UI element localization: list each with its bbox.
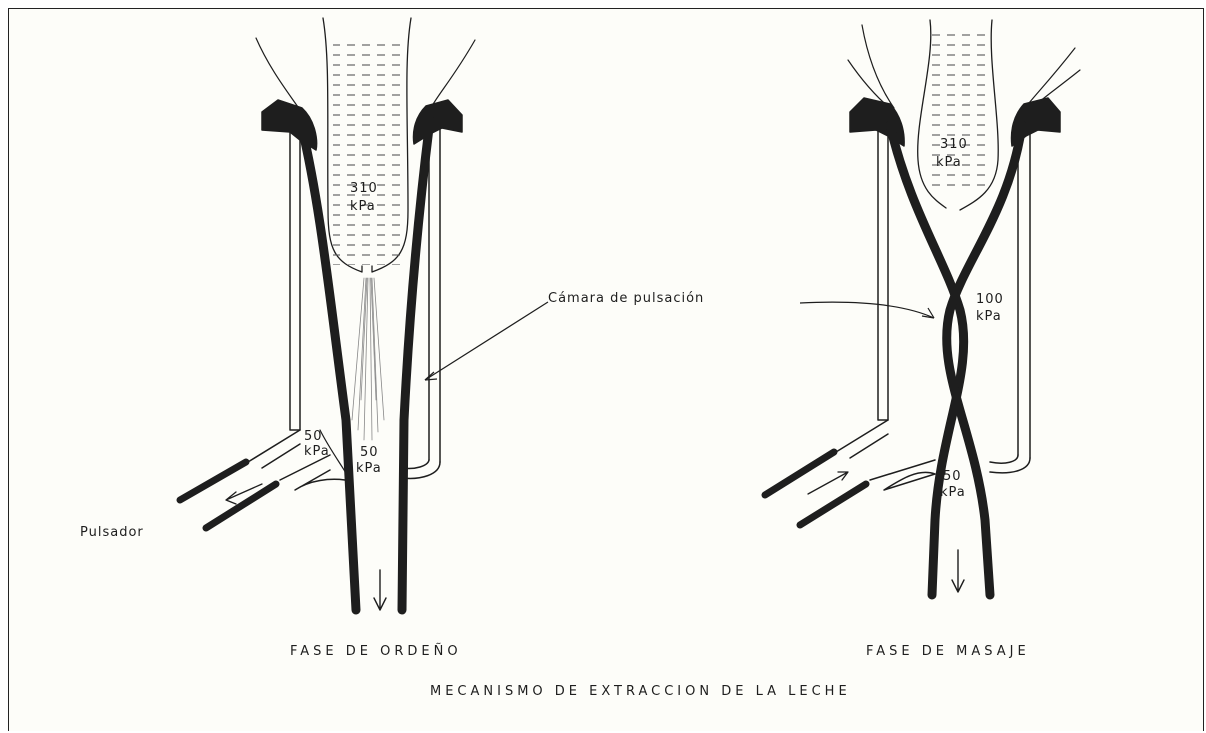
right-liner-pressure-value: 50 — [943, 469, 962, 484]
left-liner-pressure-value: 50 — [360, 445, 379, 460]
right-teatcup — [765, 20, 1080, 595]
right-teat-pressure-value: 310 — [940, 137, 968, 152]
left-caption: FASE DE ORDEÑO — [290, 643, 462, 659]
left-liner-pressure-unit: kPa — [356, 461, 382, 476]
right-caption: FASE DE MASAJE — [866, 644, 1030, 659]
left-chamber-pressure-unit: kPa — [304, 444, 330, 459]
right-chamber-pressure-value: 100 — [976, 292, 1004, 307]
left-chamber-pressure-value: 50 — [304, 429, 323, 444]
right-teat-pressure-unit: kPa — [936, 155, 962, 170]
diagram-title: MECANISMO DE EXTRACCION DE LA LECHE — [430, 684, 851, 699]
pulsator-label: Pulsador — [80, 525, 144, 540]
right-chamber-pressure-unit: kPa — [976, 309, 1002, 324]
right-liner-pressure-unit: kPa — [940, 485, 966, 500]
left-teat-pressure-unit: kPa — [350, 199, 376, 214]
pulsation-chamber-label: Cámara de pulsación — [548, 291, 704, 306]
pulsation-chamber-leaders — [425, 302, 934, 380]
left-teatcup — [180, 18, 475, 610]
left-teat-pressure-value: 310 — [350, 181, 378, 196]
